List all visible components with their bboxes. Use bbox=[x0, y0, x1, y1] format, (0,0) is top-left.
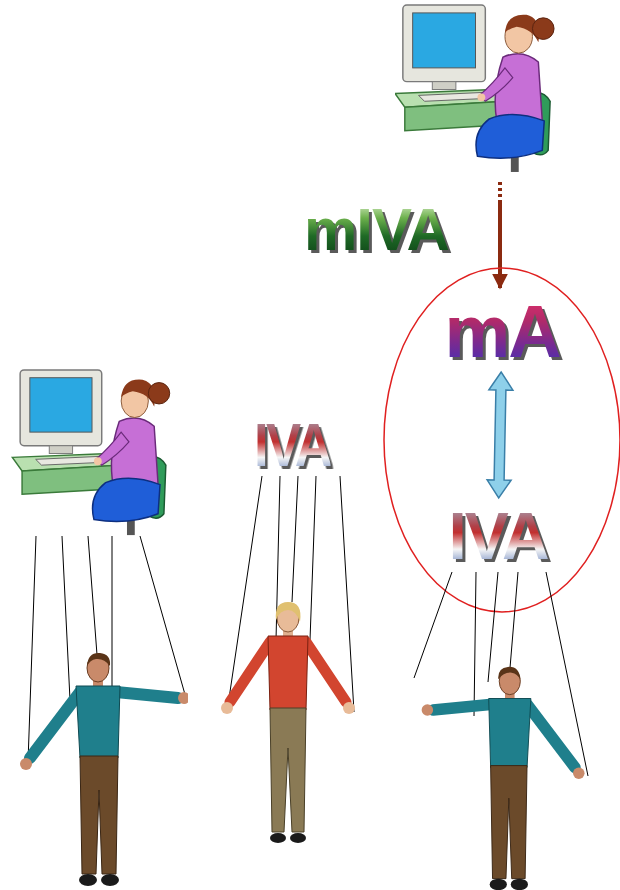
module-agent-label: mA bbox=[432, 294, 572, 370]
agent-label: IVA bbox=[438, 500, 558, 572]
group-label: mIVA bbox=[304, 200, 449, 260]
node-text: mA bbox=[444, 295, 559, 369]
agent-label: IVA bbox=[254, 414, 330, 476]
node-text: IVA bbox=[448, 503, 547, 569]
label-holder: mIVA bbox=[304, 200, 449, 260]
double-arrow bbox=[487, 372, 513, 498]
label-holder: IVA bbox=[254, 414, 344, 476]
